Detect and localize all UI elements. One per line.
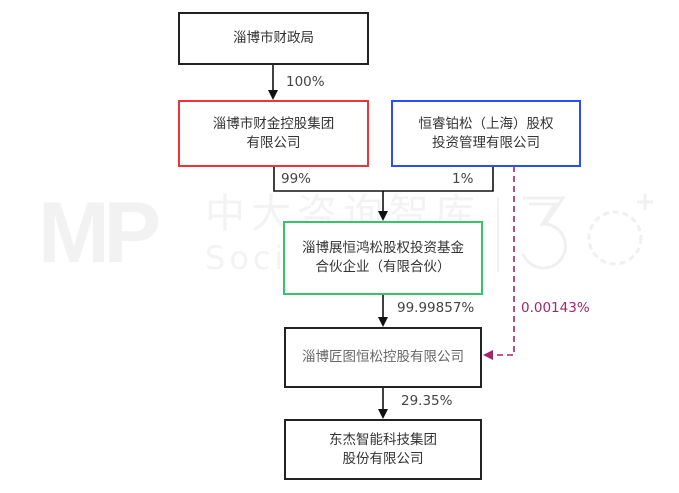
edge-label-jiangtu-to-dongjie: 29.35% [401, 393, 453, 409]
node-label-line1: 东杰智能科技集团 [329, 431, 437, 448]
edge-label-zhanheng-to-jiangtu: 99.99857% [397, 300, 475, 316]
node-label-line1: 淄博展恒鸿松股权投资基金 [302, 240, 464, 256]
node-label-line2: 有限公司 [246, 134, 301, 151]
node-zibo-finance-bureau: 淄博市财政局 [178, 12, 369, 65]
node-label-line2: 股份有限公司 [342, 450, 424, 467]
edge-label-holding-to-zhanheng: 99% [281, 171, 312, 187]
node-label-line1: 恒睿铂松（上海）股权 [418, 115, 554, 132]
node-label-line2: 投资管理有限公司 [432, 134, 540, 151]
node-dongjie: 东杰智能科技集团 股份有限公司 [284, 419, 482, 480]
node-label-line1: 淄博市财政局 [233, 30, 314, 46]
edge-label-hengrui-to-zhanheng: 1% [452, 171, 474, 187]
node-zibo-finance-holding: 淄博市财金控股集团 有限公司 [178, 100, 369, 167]
node-hengrui-bosong: 恒睿铂松（上海）股权 投资管理有限公司 [391, 100, 581, 167]
node-label-line2: 合伙企业（有限合伙） [315, 259, 451, 275]
node-label-line1: 淄博市财金控股集团 [212, 115, 335, 132]
edge-label-hengrui-to-jiangtu: 0.00143% [521, 300, 590, 316]
node-zibo-jiangtu: 淄博匠图恒松控股有限公司 [284, 327, 482, 388]
edge-label-bureau-to-holding: 100% [286, 74, 325, 90]
node-zibo-zhanheng-fund: 淄博展恒鸿松股权投资基金 合伙企业（有限合伙） [283, 221, 483, 295]
node-label-line1: 淄博匠图恒松控股有限公司 [302, 349, 464, 365]
